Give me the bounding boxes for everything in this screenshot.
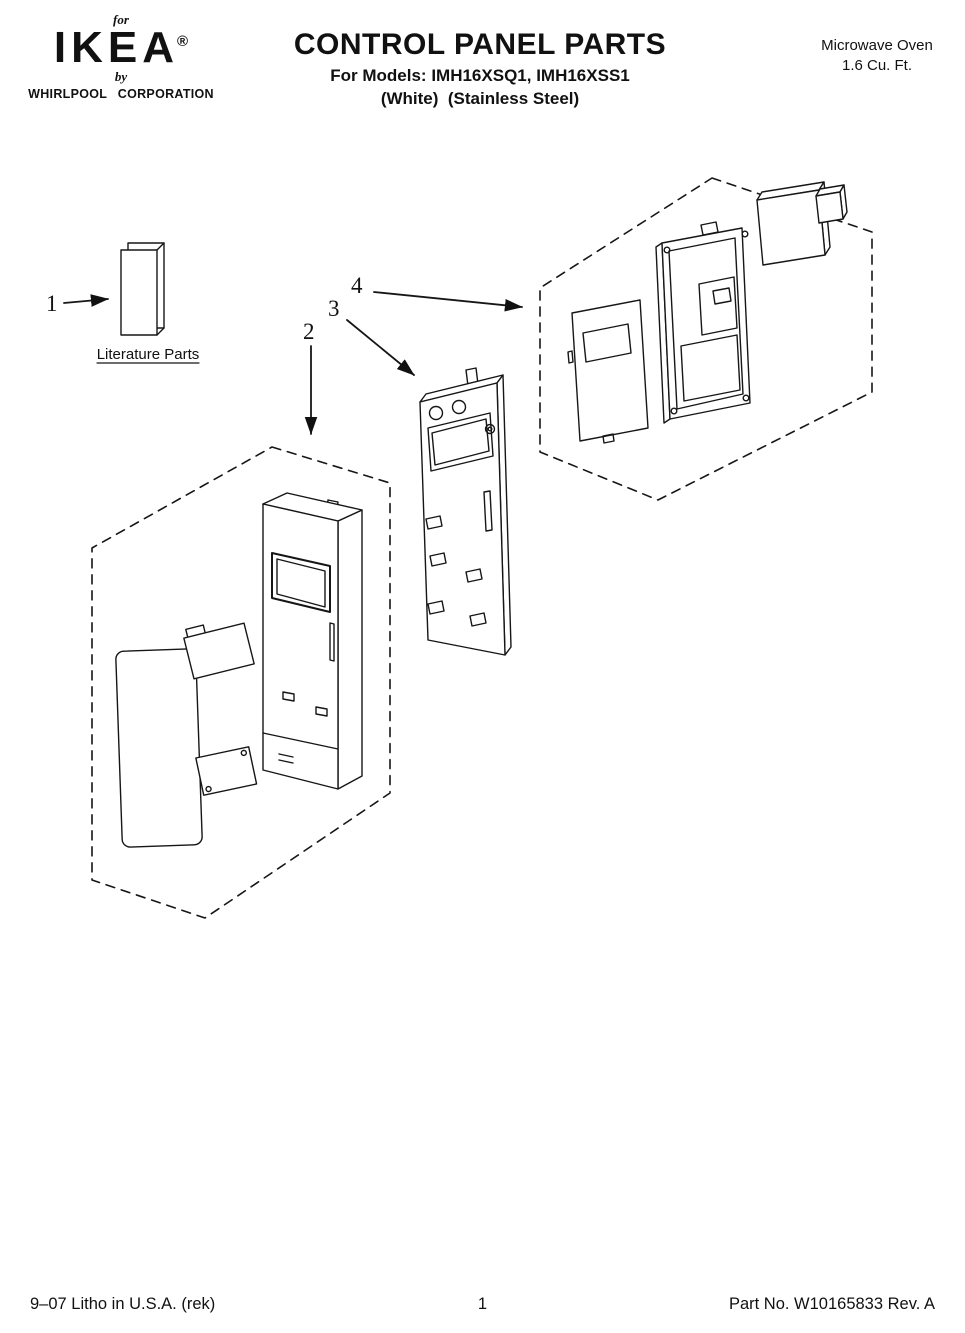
part-number-line: Part No. W10165833 Rev. A	[728, 1295, 935, 1313]
left-dashed-boundary	[91, 446, 391, 919]
mounting-plate	[195, 746, 258, 796]
page-number: 1	[477, 1295, 488, 1313]
product-capacity: 1.6 Cu. Ft.	[841, 56, 913, 74]
right-dashed-boundary	[539, 177, 873, 501]
page-title: CONTROL PANEL PARTS	[293, 28, 667, 61]
ikea-wordmark: IKEA®	[26, 26, 216, 70]
callout-3-arrow	[346, 319, 415, 376]
callout-3-label: 3	[328, 296, 340, 321]
callout-2-label: 2	[303, 319, 315, 344]
brand-company-line: WHIRLPOOL CORPORATION	[28, 87, 214, 102]
ikea-logo-text: IKEA	[53, 23, 180, 72]
control-panel-assembly	[262, 492, 363, 790]
cover-plate-and-box	[756, 181, 848, 266]
shield-panel	[567, 299, 649, 444]
finish-line: (White) (Stainless Steel)	[380, 89, 580, 108]
models-line: For Models: IMH16XSQ1, IMH16XSS1	[330, 66, 630, 85]
callout-1-label: 1	[46, 291, 58, 316]
literature-parts-label: Literature Parts	[97, 346, 200, 363]
blank-front-panel	[115, 648, 203, 848]
registered-mark: ®	[177, 33, 189, 51]
brand-for-label: for	[113, 12, 129, 27]
page-footer: 9–07 Litho in U.S.A. (rek) 1 Part No. W1…	[0, 1295, 965, 1317]
keypad-plate	[183, 622, 255, 680]
literature-booklet	[120, 242, 165, 336]
title-block: CONTROL PANEL PARTS For Models: IMH16XSQ…	[240, 28, 720, 109]
product-type: Microwave Oven	[821, 37, 933, 54]
callout-arrows	[63, 291, 523, 435]
callout-4-label: 4	[351, 273, 363, 298]
brand-logo: for IKEA® by WHIRLPOOL CORPORATION	[26, 12, 216, 101]
product-info: Microwave Oven 1.6 Cu. Ft.	[807, 36, 947, 75]
page-header: for IKEA® by WHIRLPOOL CORPORATION CONTR…	[0, 0, 965, 135]
circuit-bracket	[655, 221, 751, 424]
brand-by-label: by	[114, 69, 128, 85]
callout-4-arrow	[373, 291, 523, 312]
support-bracket-panel	[419, 367, 512, 656]
callout-1-arrow	[63, 294, 109, 307]
litho-line: 9–07 Litho in U.S.A. (rek)	[30, 1295, 216, 1313]
